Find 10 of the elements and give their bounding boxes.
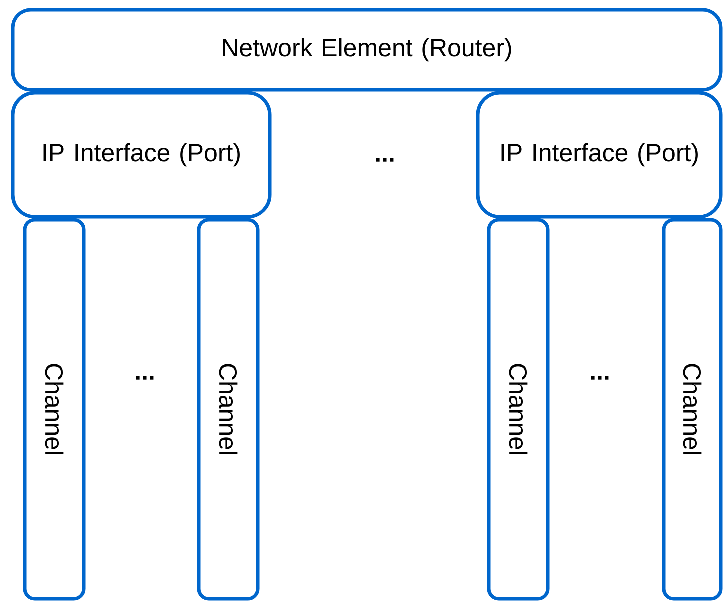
interface-box: IP Interface (Port) bbox=[476, 91, 723, 219]
ellipsis: ... bbox=[591, 376, 609, 380]
interface-box: IP Interface (Port) bbox=[11, 91, 272, 219]
ellipsis: ... bbox=[376, 158, 394, 162]
channel-bar: Channel bbox=[487, 218, 550, 601]
channel-bar: Channel bbox=[197, 218, 260, 601]
channel-bar: Channel bbox=[662, 218, 723, 601]
ellipsis: ... bbox=[136, 376, 154, 380]
router-box: Network Element (Router) bbox=[11, 8, 723, 92]
channel-bar: Channel bbox=[23, 218, 86, 601]
